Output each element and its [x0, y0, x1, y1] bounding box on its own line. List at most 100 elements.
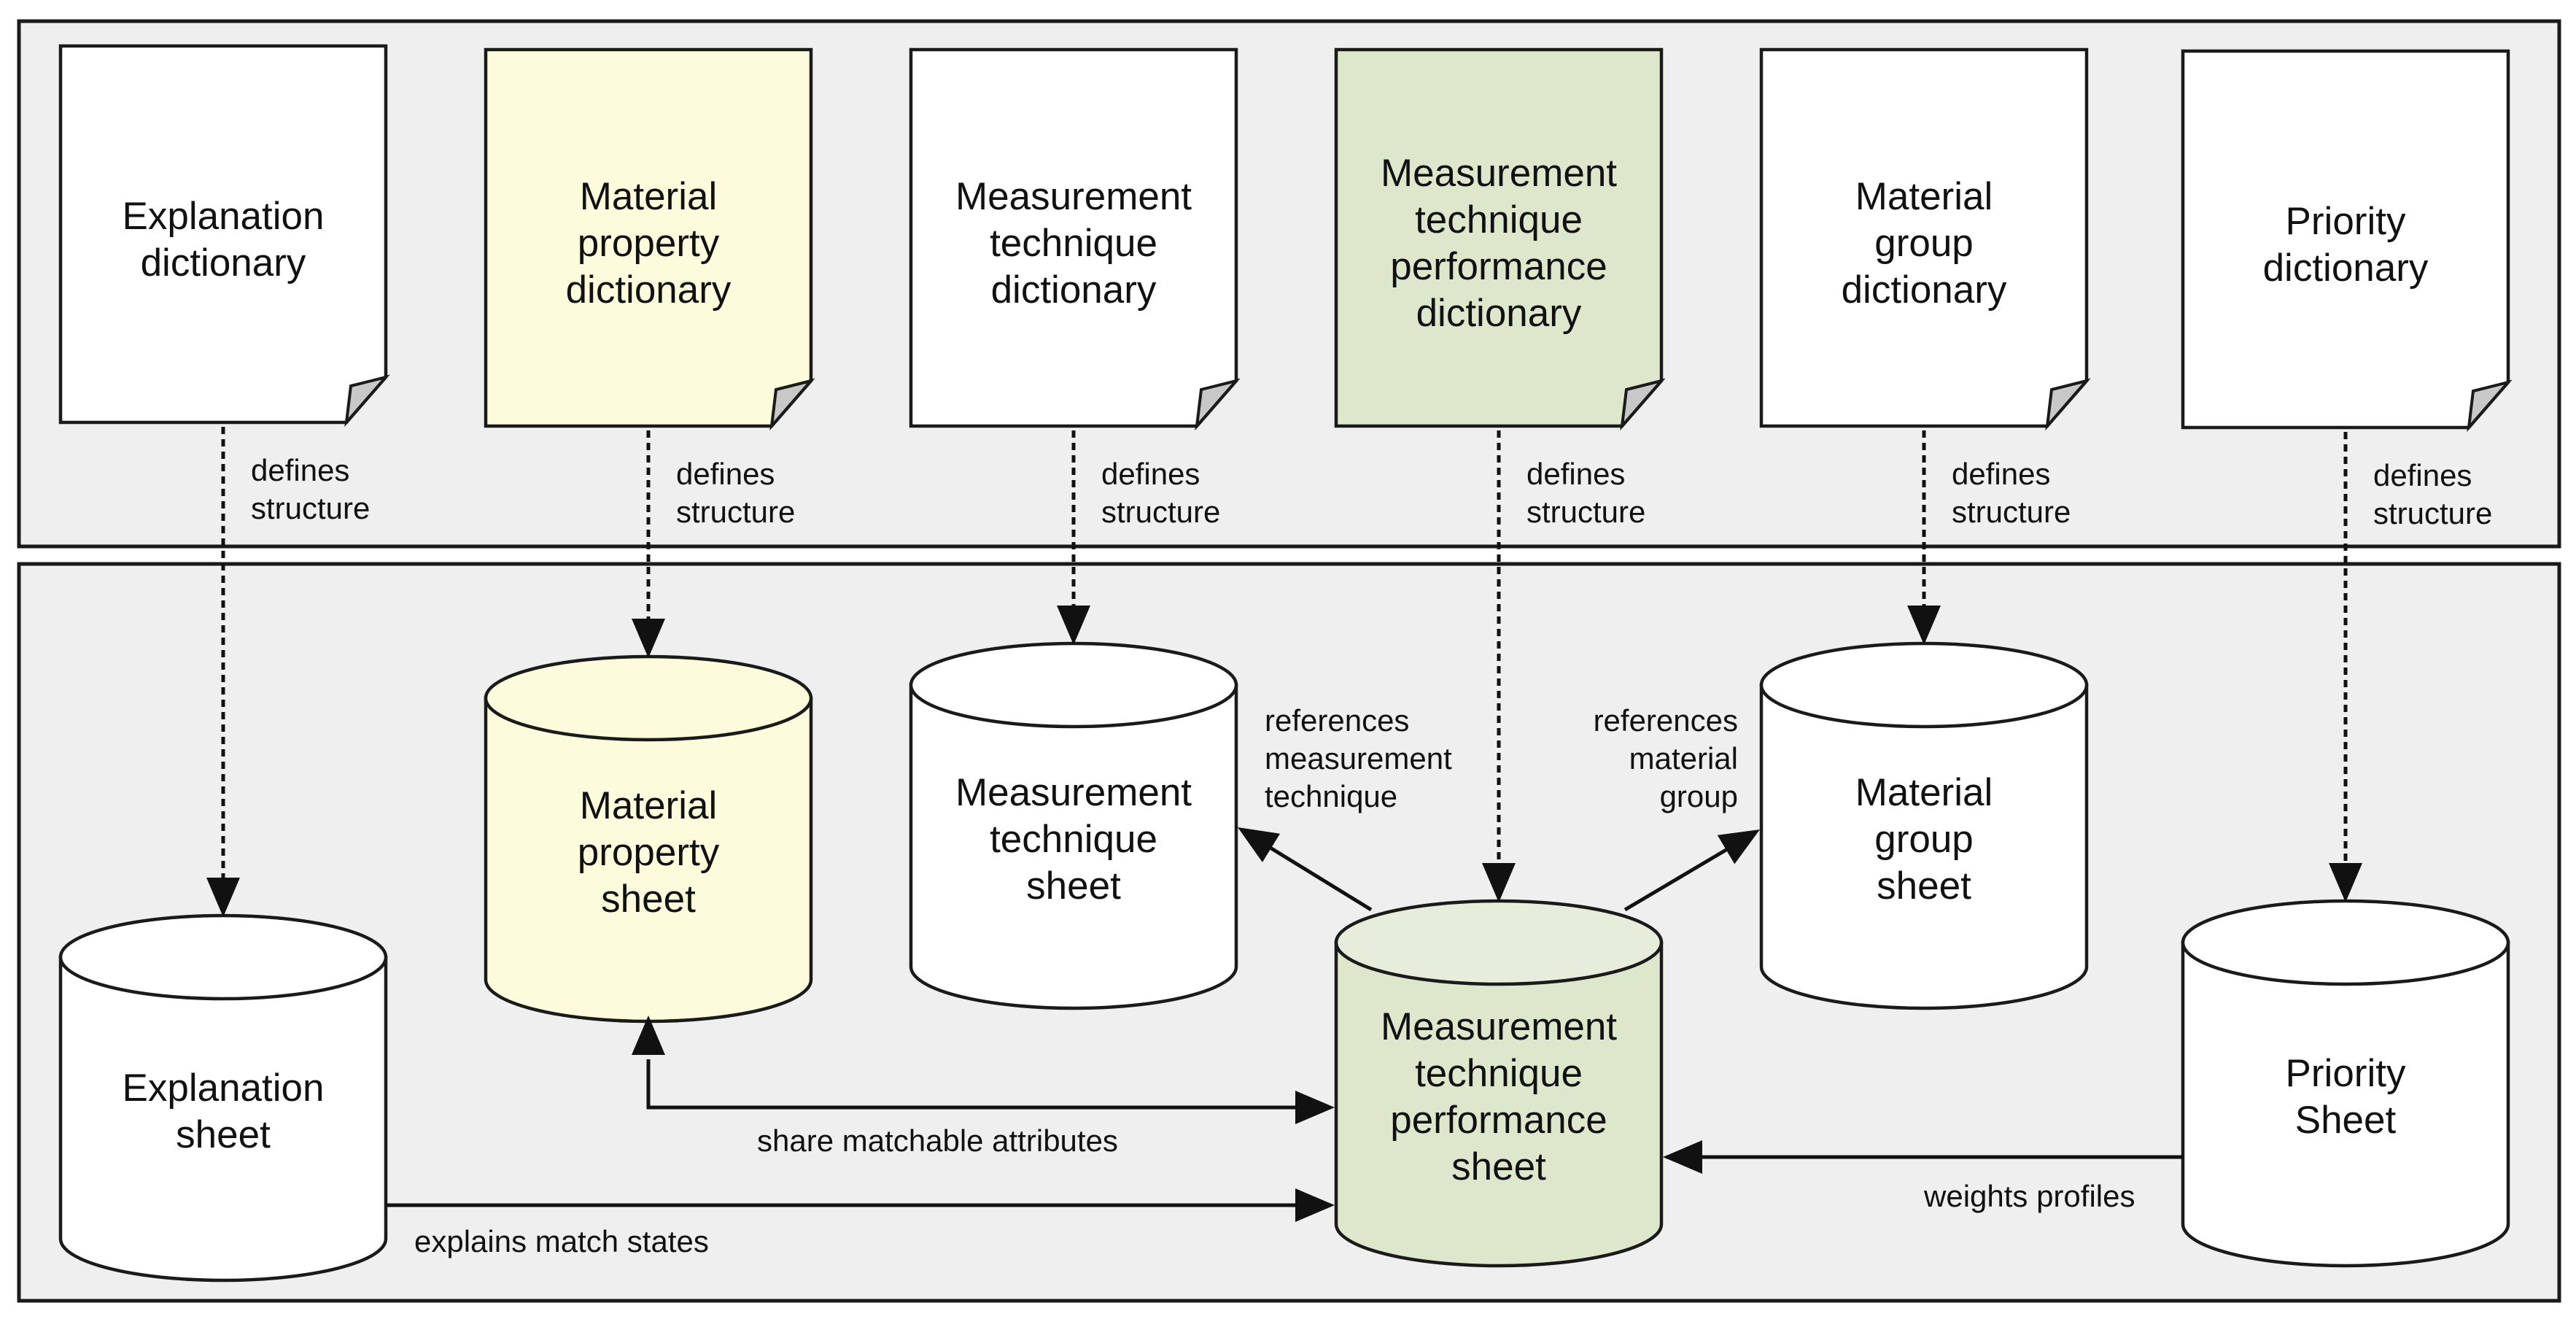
dictionary-label-line: dictionary [2263, 247, 2429, 290]
sheet-label-line: sheet [176, 1113, 271, 1156]
dictionary-label-line: Measurement [955, 175, 1192, 218]
share-attributes-edge [646, 1059, 1298, 1110]
dictionary-measurement-technique-performance: Measurementtechniqueperformancedictionar… [1334, 47, 1666, 431]
dictionary-label-line: group [1874, 222, 1974, 265]
cylinder-top [2181, 899, 2510, 986]
sheets-panel [17, 562, 2561, 1303]
dictionary-label-line: Priority [2286, 200, 2406, 243]
defines-structure-material-property-arrowhead [632, 619, 665, 658]
share-attributes-label: share matchable attributes [757, 1123, 1118, 1158]
defines-structure-label: defines [1952, 457, 2050, 491]
references-material-edge [1623, 846, 1730, 912]
explains-match-states-label: explains match states [414, 1224, 709, 1258]
sheet-label-line: sheet [1026, 864, 1121, 908]
share-attributes-up-arrowhead [632, 1016, 665, 1055]
dictionary-label-line: Measurement [1381, 152, 1617, 195]
cylinder-top [1334, 899, 1664, 986]
sheet-label-line: sheet [1451, 1145, 1546, 1188]
defines-structure-label: defines [676, 457, 775, 491]
references-material-label-1: references [1594, 703, 1738, 738]
page-fold-icon [344, 374, 390, 428]
dictionary-label-line: Explanation [123, 195, 325, 238]
dictionary-label-line: dictionary [1842, 268, 2007, 312]
sheet-label-line: Explanation [123, 1067, 325, 1110]
dictionary-label-line: dictionary [566, 268, 732, 312]
defines-structure-measurement-technique-performance-arrowhead [1482, 863, 1516, 902]
sheet-label-line: group [1874, 818, 1974, 861]
defines-structure-label: structure [2373, 496, 2492, 530]
sheet-label-line: Material [1855, 771, 1993, 814]
sheet-label-line: sheet [601, 878, 696, 921]
sheet-label-line: sheet [1877, 864, 1971, 908]
share-attributes-right-arrowhead [1295, 1091, 1335, 1124]
defines-structure-label: structure [1952, 495, 2071, 529]
cylinder-body [1334, 940, 1664, 1268]
references-measurement-edge [1268, 845, 1373, 912]
dictionary-label-line: dictionary [991, 268, 1157, 312]
references-material-label-3: group [1660, 779, 1738, 813]
defines-structure-priority-arrowhead [2329, 863, 2362, 902]
defines-structure-label: structure [676, 495, 795, 529]
sheet-label-line: technique [990, 818, 1157, 861]
defines-structure-label: structure [1101, 495, 1220, 529]
references-measurement-label-2: measurement [1265, 741, 1452, 775]
dictionary-label-line: dictionary [1416, 292, 1582, 335]
page-fold-icon [1195, 378, 1241, 431]
dictionary-label-line: dictionary [141, 241, 306, 285]
dictionary-label-line: Material [580, 175, 718, 218]
cylinder-top [58, 913, 388, 1001]
cylinder-top [909, 641, 1238, 729]
sheet-label-line: Measurement [1381, 1005, 1617, 1048]
cylinder-body [1759, 683, 2089, 1010]
page-fold-icon [2045, 378, 2091, 431]
explains-match-states-arrowhead [1295, 1188, 1335, 1222]
defines-structure-measurement-technique-arrowhead [1057, 606, 1090, 645]
cylinder-body [2181, 940, 2510, 1268]
defines-structure-material-group-arrowhead [1907, 606, 1941, 645]
sheet-label-line: Sheet [2295, 1099, 2397, 1142]
defines-structure-label: defines [1101, 457, 1200, 491]
references-material-label-2: material [1629, 741, 1738, 775]
dictionary-label-line: performance [1390, 245, 1607, 288]
sheet-label-line: property [578, 831, 720, 874]
defines-structure-label: defines [2373, 458, 2472, 492]
dictionary-label-line: Material [1855, 175, 1993, 218]
page-fold-icon [2467, 379, 2513, 433]
weights-profiles-label: weights profiles [1923, 1179, 2135, 1213]
defines-structure-label: defines [1526, 457, 1625, 491]
weights-profiles-arrowhead [1663, 1140, 1702, 1174]
defines-structure-explanation-arrowhead [206, 878, 240, 917]
cylinder-top [1759, 641, 2089, 729]
page-fold-icon [1620, 378, 1666, 431]
cylinder-body [909, 683, 1238, 1010]
page-fold-icon [769, 378, 815, 431]
cylinder-body [484, 696, 813, 1024]
defines-structure-label: defines [251, 453, 349, 487]
sheet-label-line: Material [580, 784, 718, 827]
defines-structure-label: structure [1526, 495, 1645, 529]
cylinder-top [484, 654, 813, 742]
sheet-label-line: Priority [2286, 1052, 2406, 1095]
dictionary-label-line: technique [1415, 198, 1583, 241]
sheet-label-line: technique [1415, 1052, 1583, 1095]
cylinder-body [58, 955, 388, 1283]
dictionaries-panel [17, 19, 2561, 549]
dictionary-label-line: technique [990, 222, 1157, 265]
sheet-label-line: Measurement [955, 771, 1192, 814]
references-measurement-label-1: references [1265, 703, 1409, 738]
dictionary-label-line: property [578, 222, 720, 265]
references-measurement-arrowhead [1238, 827, 1281, 862]
defines-structure-label: structure [251, 491, 370, 525]
